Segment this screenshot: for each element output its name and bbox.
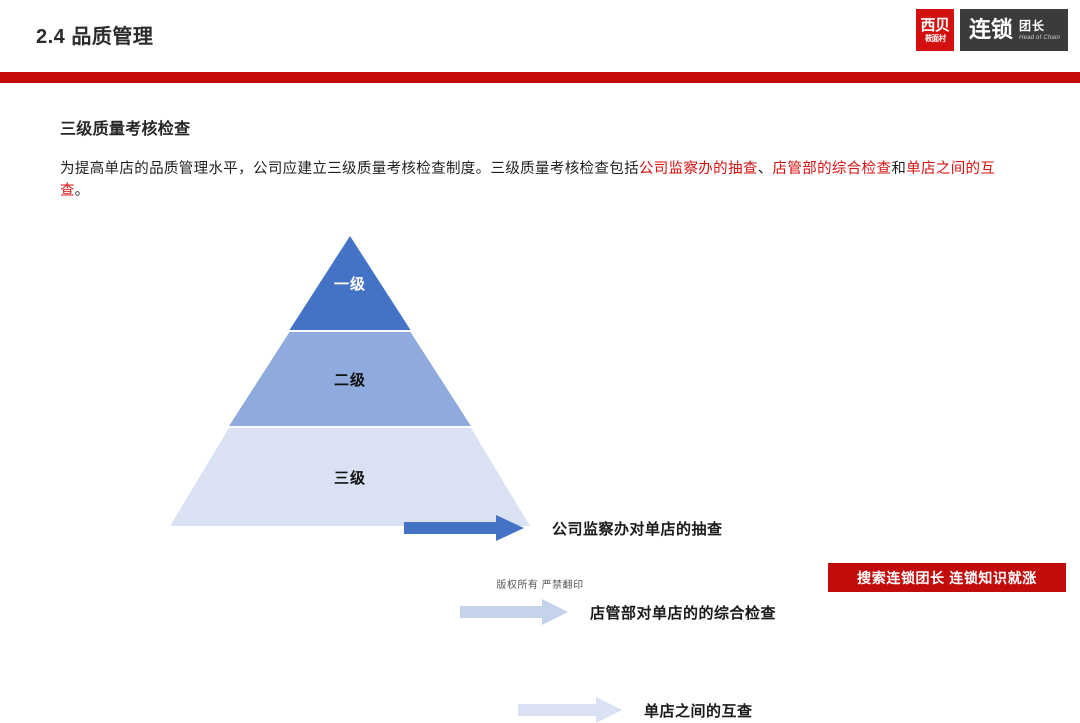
chain-leader-logo-sub-cn: 团长 bbox=[1019, 18, 1046, 33]
paragraph-segment-plain-2: 、 bbox=[757, 161, 773, 177]
diagram-caption-3: 单店之间的互查 bbox=[644, 702, 753, 720]
body-paragraph: 为提高单店的品质管理水平，公司应建立三级质量考核检查制度。三级质量考核检查包括公… bbox=[60, 158, 995, 202]
promo-banner: 搜索连锁团长 连锁知识就涨 bbox=[828, 563, 1066, 592]
page-title: 2.4 品质管理 bbox=[36, 26, 154, 48]
brand-logo-group: 西贝 莜面村 连锁 团长 Head of Chain bbox=[916, 9, 1068, 51]
right-arrow-icon-3 bbox=[518, 697, 622, 723]
copyright-note: 版权所有 严禁翻印 bbox=[496, 580, 584, 591]
diagram-row-3: 单店之间的互查 bbox=[518, 697, 753, 723]
xibei-logo: 西贝 莜面村 bbox=[916, 9, 955, 51]
right-arrow-icon-1 bbox=[404, 515, 524, 541]
xibei-logo-primary-text: 西贝 bbox=[920, 16, 951, 34]
section-heading: 三级质量考核检查 bbox=[60, 121, 191, 138]
three-tier-pyramid: 一级 二级 三级 bbox=[170, 228, 530, 533]
pyramid-tier-level-2: 二级 bbox=[229, 332, 471, 426]
pyramid-tier-level-1: 一级 bbox=[289, 236, 411, 330]
diagram-caption-1: 公司监察办对单店的抽查 bbox=[552, 520, 723, 538]
paragraph-segment-highlight-3: 单店之间的互查 bbox=[60, 161, 995, 199]
paragraph-segment-highlight-2: 店管部的综合检查 bbox=[772, 161, 892, 177]
pyramid-tier-label-2: 二级 bbox=[333, 371, 366, 389]
paragraph-segment-plain-3: 和 bbox=[891, 161, 907, 177]
chain-leader-logo-sub: 团长 Head of Chain bbox=[1019, 20, 1060, 41]
diagram-row-1: 公司监察办对单店的抽查 bbox=[404, 515, 723, 541]
diagram-row-2: 店管部对单店的的综合检查 bbox=[460, 599, 776, 625]
pyramid-diagram: 一级 二级 三级 公司监察办对单店的抽查 店管部对单店的的综合检查 bbox=[0, 228, 1080, 723]
right-arrow-icon-2 bbox=[460, 599, 568, 625]
paragraph-segment-plain-4: 。 bbox=[74, 183, 90, 199]
paragraph-segment-plain-1: 为提高单店的品质管理水平，公司应建立三级质量考核检查制度。三级质量考核检查包括 bbox=[60, 161, 639, 177]
header-red-divider bbox=[0, 72, 1080, 83]
paragraph-segment-highlight-1: 公司监察办的抽查 bbox=[638, 161, 758, 177]
pyramid-tier-level-3: 三级 bbox=[170, 428, 530, 526]
slide-header: 2.4 品质管理 西贝 莜面村 连锁 团长 Head of Chain bbox=[0, 0, 1080, 72]
xibei-logo-secondary-text: 莜面村 bbox=[924, 33, 946, 43]
diagram-caption-2: 店管部对单店的的综合检查 bbox=[590, 604, 777, 622]
pyramid-tier-label-1: 一级 bbox=[333, 275, 366, 293]
chain-leader-logo-sub-en: Head of Chain bbox=[1019, 34, 1060, 41]
chain-leader-logo-main-text: 连锁 bbox=[969, 17, 1014, 42]
chain-leader-logo: 连锁 团长 Head of Chain bbox=[960, 9, 1068, 51]
pyramid-tier-label-3: 三级 bbox=[333, 469, 366, 487]
